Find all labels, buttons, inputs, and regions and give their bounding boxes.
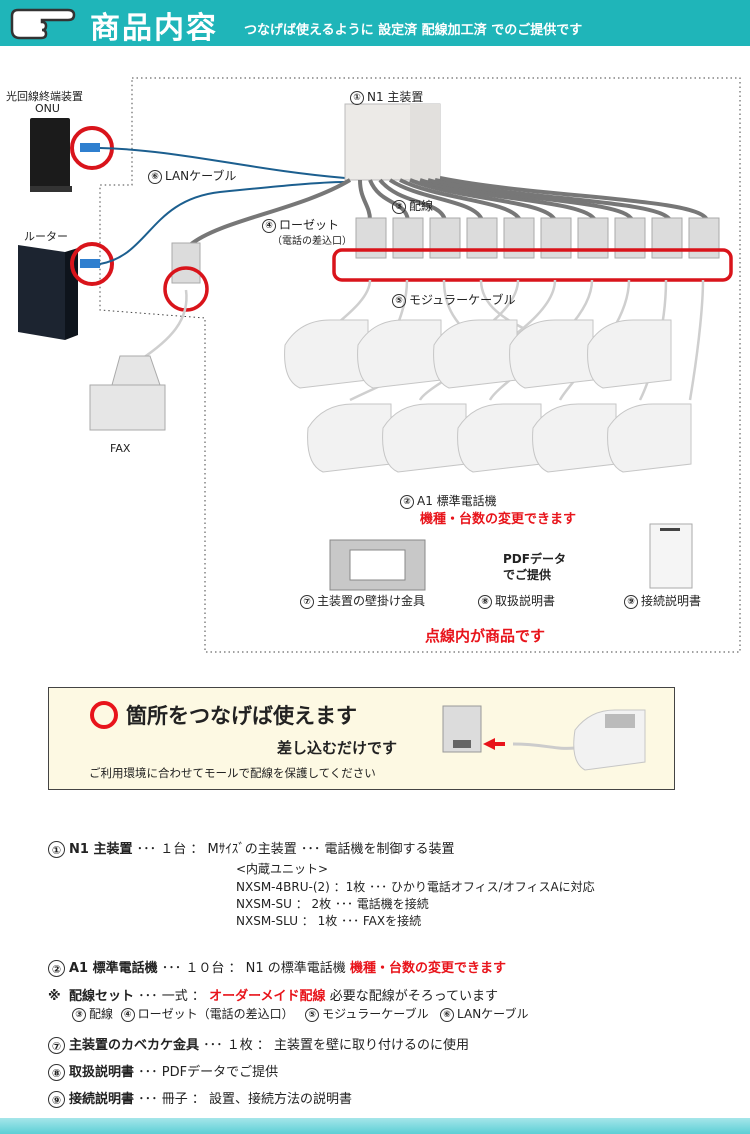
onu-label-sub: ONU bbox=[35, 102, 60, 115]
spec-unit-line-1: NXSM-4BRU-(2) ：1枚 ･･･ ひかり電話オフィス/オフィスAに対応 bbox=[236, 880, 595, 894]
spec-wiring-set: ※配線セット ･･･ 一式 ： オーダーメイド配線 必要な配線がそろっています bbox=[48, 989, 499, 1004]
dotted-area-note: 点線内が商品です bbox=[425, 627, 546, 645]
page-subtitle: つなげば使えるように 設定済 配線加工済 でのご提供です bbox=[244, 23, 583, 38]
pdf-provided-label: でご提供 bbox=[503, 568, 552, 582]
spec-unit-heading: <内蔵ユニット> bbox=[236, 862, 329, 876]
connection-manual-booklet bbox=[649, 523, 693, 589]
fax-device bbox=[89, 355, 166, 431]
spec-unit-line-2: NXSM-SU ： 2枚 ･･･ 電話機を接続 bbox=[236, 897, 429, 911]
phones-row-2 bbox=[307, 403, 692, 473]
router-label: ルーター bbox=[24, 230, 68, 243]
router-device bbox=[18, 245, 78, 340]
onu-label: 光回線終端装置 bbox=[6, 90, 83, 103]
phones-row-1 bbox=[284, 319, 672, 389]
plug-in-illustration bbox=[442, 705, 646, 771]
header-bar bbox=[0, 0, 750, 46]
notice-subtitle: 差し込むだけです bbox=[277, 739, 398, 757]
rosette-sublabel: （電話の差込口） bbox=[272, 236, 352, 247]
notice-title: 箇所をつなげば使えます bbox=[126, 704, 357, 728]
onu-device bbox=[30, 118, 72, 192]
notice-box bbox=[48, 687, 675, 790]
spec-unit-line-3: NXSM-SLU ： 1枚 ･･･ FAXを接続 bbox=[236, 914, 422, 928]
main-unit-device bbox=[344, 103, 441, 181]
phone-change-note: 機種・台数の変更できます bbox=[420, 512, 577, 527]
pdf-data-label: PDFデータ bbox=[503, 552, 566, 566]
footer-bar bbox=[0, 1118, 750, 1134]
pointing-hand-icon bbox=[10, 8, 76, 40]
notice-note: ご利用環境に合わせてモールで配線を保護してください bbox=[89, 766, 376, 780]
product-diagram bbox=[18, 77, 741, 653]
page-title: 商品内容 bbox=[90, 11, 218, 46]
red-circle-icon bbox=[90, 701, 118, 729]
rosettes bbox=[355, 217, 720, 259]
fax-label: FAX bbox=[110, 442, 131, 455]
wall-bracket bbox=[329, 539, 426, 591]
